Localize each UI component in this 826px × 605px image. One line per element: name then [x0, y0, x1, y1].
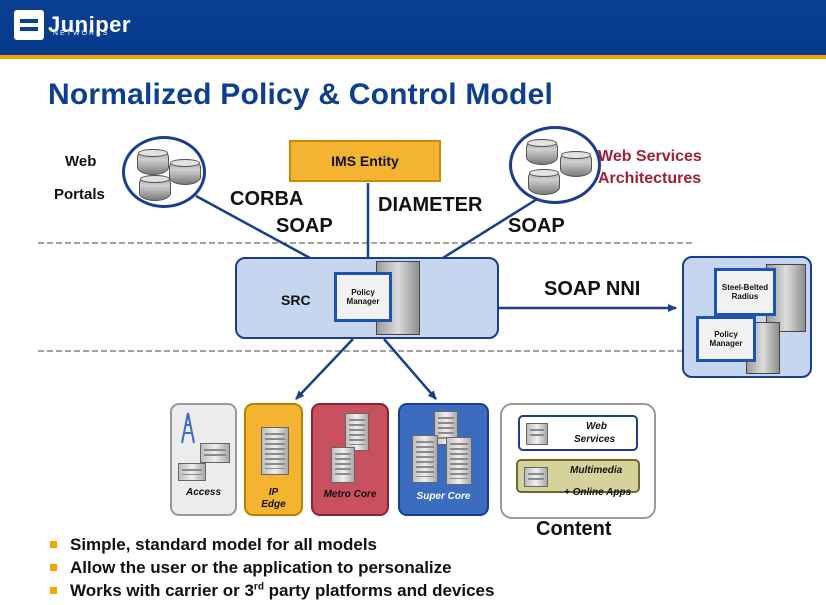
- bullet-item-3: Works with carrier or 3rd party platform…: [50, 579, 494, 602]
- metro-core-rack-icon-2: [331, 447, 355, 483]
- nni-partner-box: Steel-Belted Radius Policy Manager: [682, 256, 812, 378]
- web-portals-label-line1: Web: [65, 153, 97, 170]
- policy-manager-label: Policy Manager: [346, 288, 380, 306]
- logo-mark: [14, 10, 44, 40]
- arrow-to-ip-edge: [295, 338, 354, 400]
- web-services-label-line2: Architectures: [598, 170, 702, 187]
- ip-edge-router-icon: [261, 427, 289, 475]
- src-box: SRC Policy Manager: [235, 257, 499, 339]
- metro-core-tile: Metro Core: [311, 403, 389, 516]
- access-device-icon: [200, 443, 230, 463]
- steel-belted-radius-monitor: Steel-Belted Radius: [714, 268, 776, 316]
- web-services-label-line1: Web Services: [598, 148, 702, 165]
- super-core-rack-icon: [434, 411, 458, 445]
- bullet-list: Simple, standard model for all models Al…: [50, 533, 494, 602]
- soap-nni-label: SOAP NNI: [544, 278, 641, 300]
- metro-core-label: Metro Core: [323, 489, 377, 500]
- diameter-label: DIAMETER: [378, 194, 483, 216]
- content-box: Web Services Multimedia + Online Apps: [500, 403, 656, 519]
- online-apps-label: + Online Apps: [564, 487, 632, 498]
- ip-edge-label-line2: Edge: [261, 499, 286, 510]
- soap-right-label: SOAP: [508, 215, 565, 237]
- bullet-item-2: Allow the user or the application to per…: [50, 556, 494, 579]
- logo-text: Juniper: [48, 12, 131, 37]
- cell-tower-icon: [181, 412, 195, 444]
- web-portals-database-icon: [122, 136, 206, 208]
- src-label: SRC: [281, 292, 311, 308]
- logo-subtext: NETWORKS: [53, 30, 110, 37]
- access-device-icon-2: [178, 463, 206, 481]
- bullet-item-1: Simple, standard model for all models: [50, 533, 494, 556]
- ip-edge-tile: IP Edge: [244, 403, 303, 516]
- web-services-server-icon: [526, 423, 548, 445]
- access-label: Access: [185, 487, 222, 498]
- multimedia-server-icon: [524, 467, 548, 487]
- web-services-content-line1: Web: [586, 421, 607, 432]
- policy-manager-monitor: Policy Manager: [334, 272, 392, 322]
- corba-label: CORBA: [230, 188, 304, 210]
- nni-policy-manager-monitor: Policy Manager: [696, 316, 756, 362]
- web-services-content-line2: Services: [574, 434, 616, 445]
- super-core-rack-icon-3: [446, 437, 472, 485]
- web-services-database-icon: [509, 126, 601, 204]
- header-accent-rule: [0, 55, 826, 59]
- web-services-content-item: Web Services: [518, 415, 638, 451]
- multimedia-label: Multimedia: [570, 465, 623, 476]
- web-portals-label-line2: Portals: [54, 186, 105, 203]
- juniper-logo-icon: Juniper: [14, 10, 131, 40]
- arrow-to-super-core: [383, 338, 437, 400]
- ims-entity-box: IMS Entity: [289, 140, 441, 182]
- content-label: Content: [536, 518, 612, 540]
- multimedia-content-item: Multimedia: [516, 459, 640, 493]
- super-core-tile: Super Core: [398, 403, 489, 516]
- nni-policy-manager-label: Policy Manager: [709, 330, 743, 348]
- super-core-rack-icon-2: [412, 435, 438, 483]
- steel-belted-radius-label: Steel-Belted Radius: [721, 283, 769, 301]
- ims-entity-label: IMS Entity: [331, 153, 399, 169]
- header-bar: [0, 0, 826, 55]
- ip-edge-label-line1: IP: [268, 487, 279, 498]
- super-core-label: Super Core: [416, 491, 471, 502]
- slide-title: Normalized Policy & Control Model: [48, 78, 553, 111]
- soap-left-label: SOAP: [276, 215, 333, 237]
- metro-core-rack-icon: [345, 413, 369, 451]
- access-tile: Access: [170, 403, 237, 516]
